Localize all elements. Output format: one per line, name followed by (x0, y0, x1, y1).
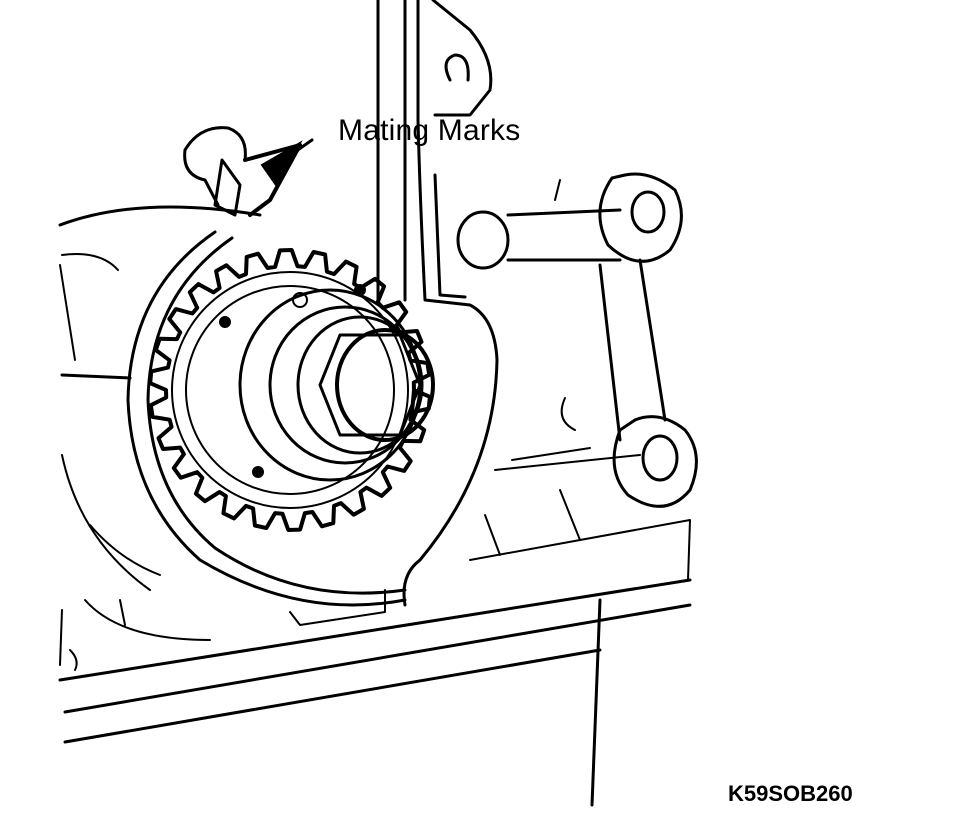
engine-block-outline (58, 447, 692, 807)
callout-leader-line (270, 138, 314, 170)
mating-mark (183, 126, 303, 217)
figure-code-label: K59SOB260 (728, 781, 853, 806)
belt-cover-ring (126, 230, 407, 607)
mating-marks-label: Mating Marks (338, 114, 521, 147)
cover-flange (376, 0, 499, 607)
timing-cover-housing (58, 205, 262, 591)
camshaft-sprocket (148, 248, 435, 532)
tensioner-bracket (456, 172, 698, 508)
